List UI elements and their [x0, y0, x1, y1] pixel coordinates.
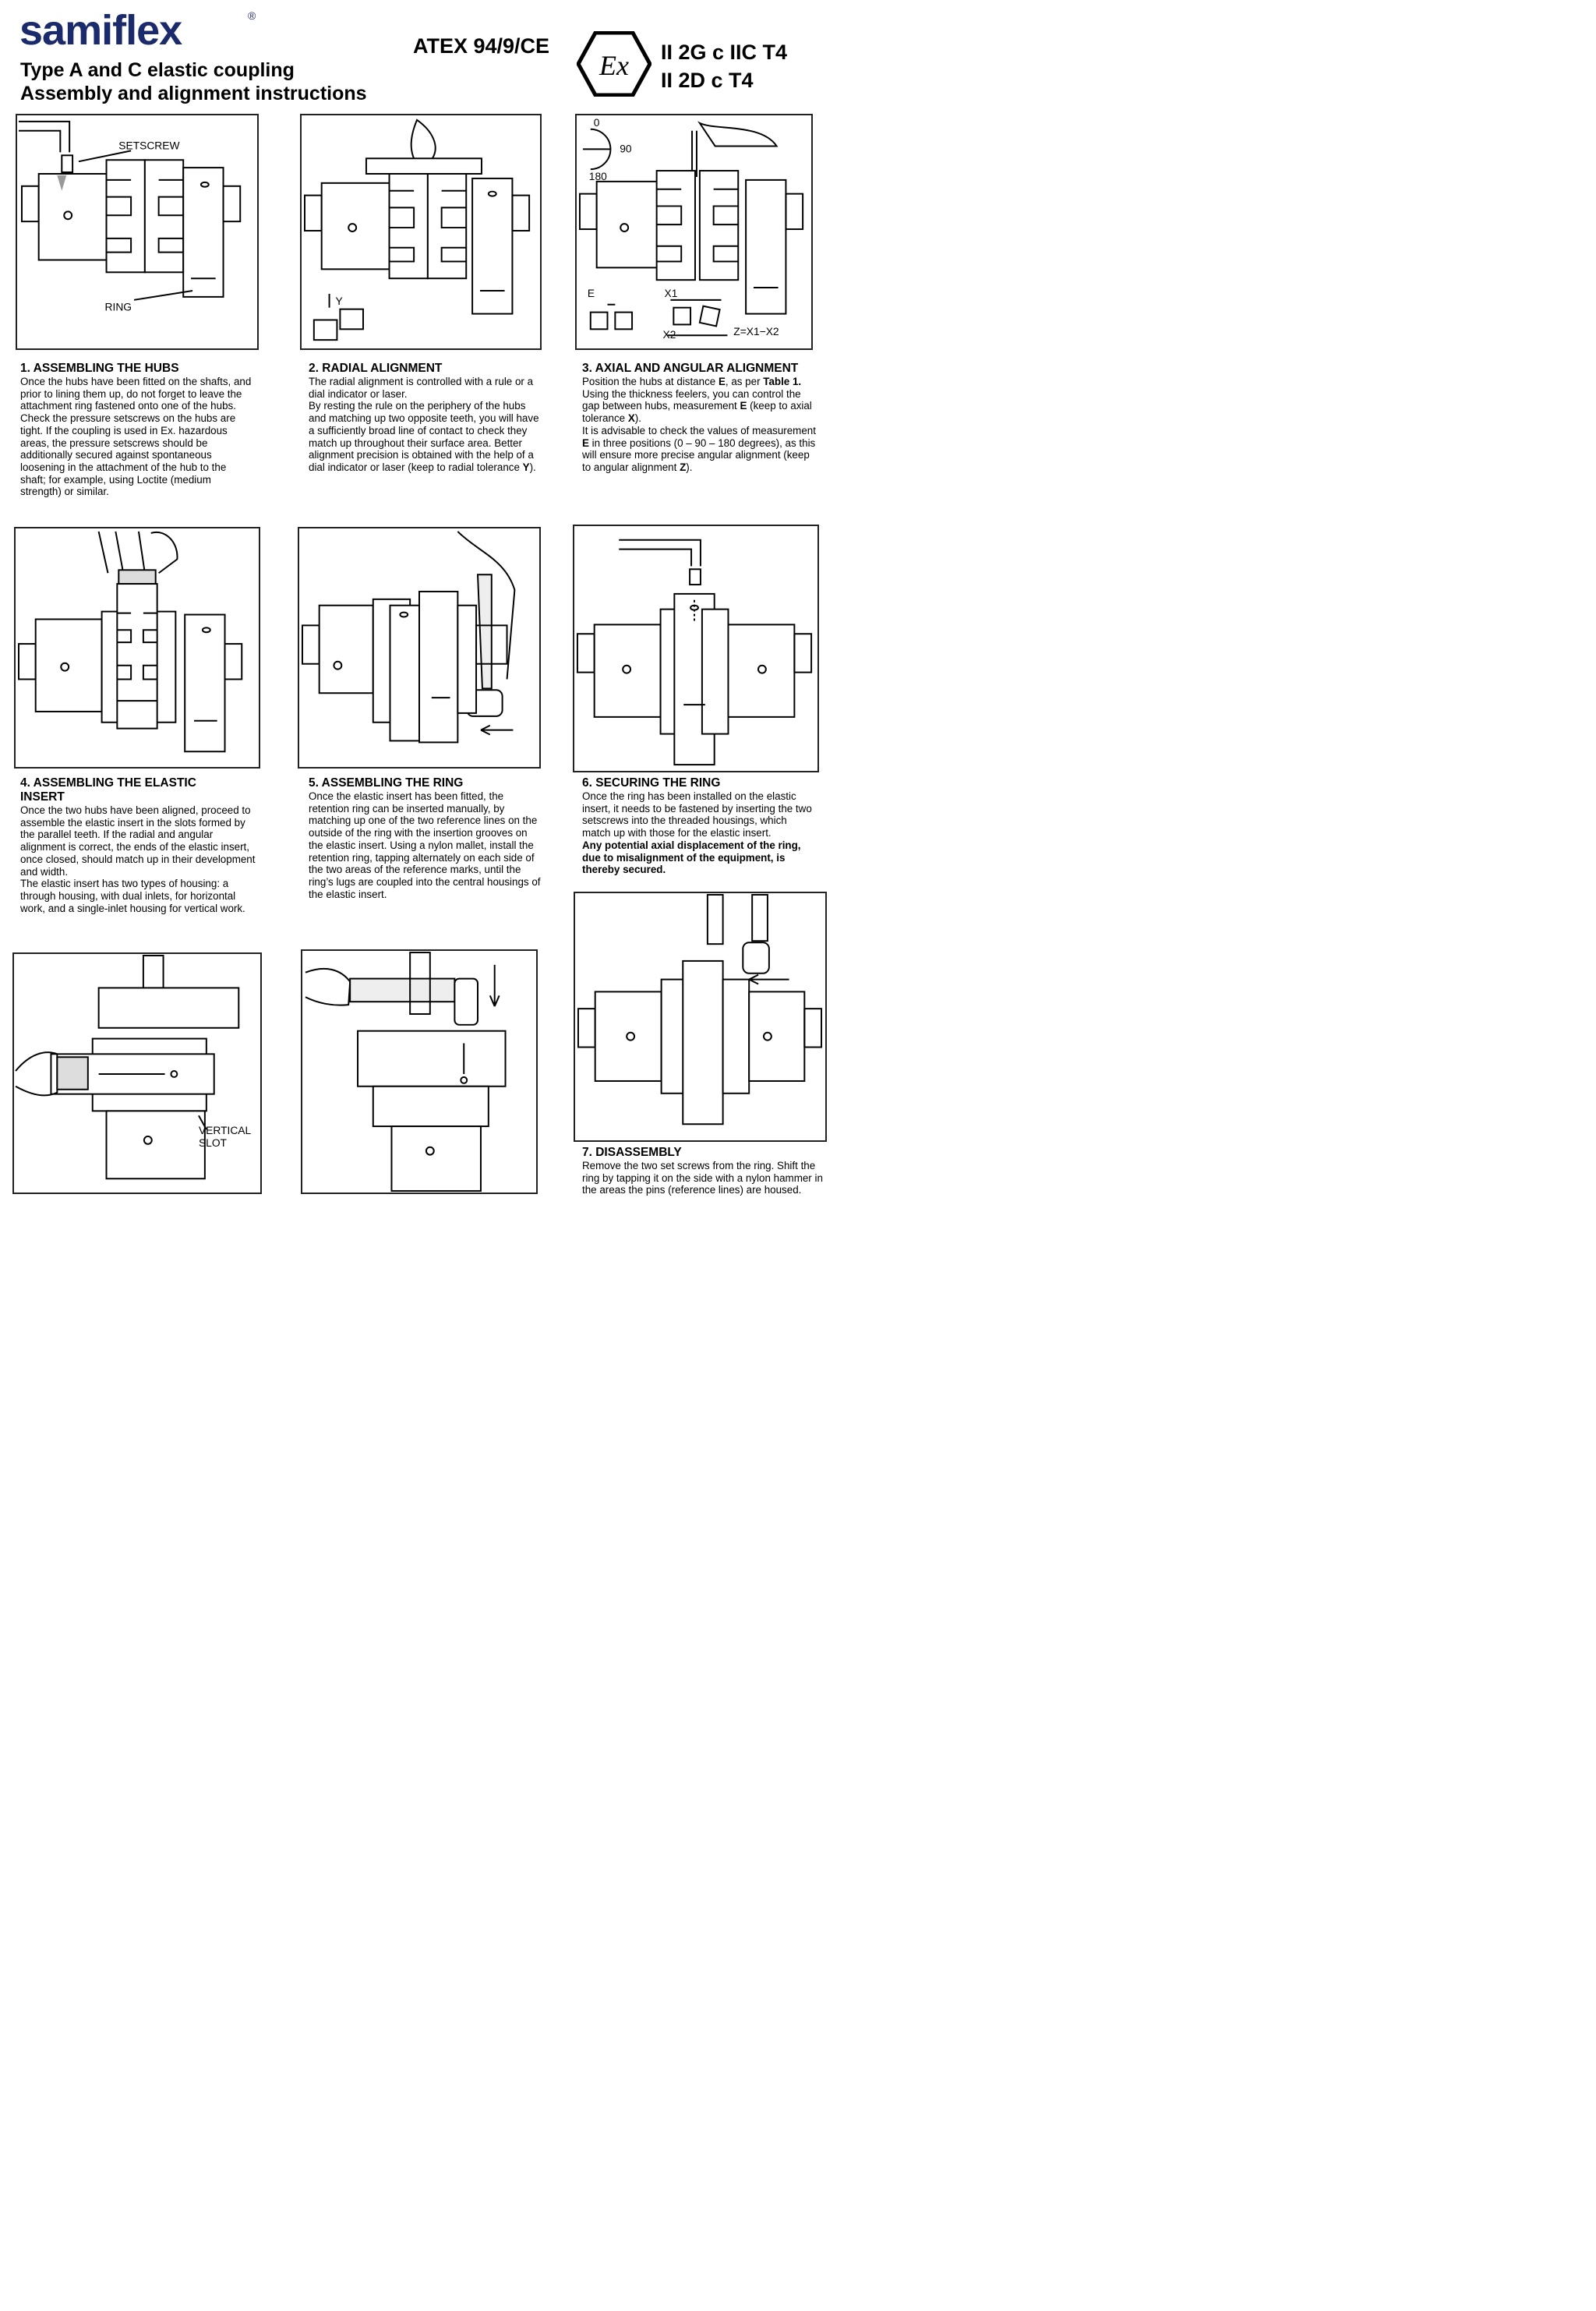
label-slot: SLOT	[199, 1136, 228, 1149]
text-securing-ring-p1: Once the ring has been installed on the …	[582, 790, 812, 839]
heading-assembling-elastic-insert-l1: 4. ASSEMBLING THE ELASTIC	[20, 776, 196, 790]
figure-securing-ring	[573, 525, 819, 772]
document-title-line1: Type A and C elastic coupling	[20, 59, 295, 81]
label-x2: X2	[663, 328, 676, 341]
text-radial-alignment-p1: The radial alignment is controlled with …	[309, 376, 534, 400]
section-assembling-elastic-insert: 4. ASSEMBLING THE ELASTIC INSERT Once th…	[20, 776, 256, 914]
heading-assembling-elastic-insert-l2: INSERT	[20, 790, 65, 804]
label-formula: Z=X1−X2	[733, 325, 779, 337]
figure-assembling-ring	[298, 527, 541, 769]
ex-symbol: Ex	[598, 50, 629, 81]
brand-logo: samiflex	[19, 7, 182, 54]
text-disassembly-p1: Remove the two set screws from the ring.…	[582, 1160, 823, 1196]
text-assembling-hubs-p1: Once the hubs have been fitted on the sh…	[20, 376, 252, 412]
heading-axial-angular-alignment: 3. AXIAL AND ANGULAR ALIGNMENT	[582, 362, 799, 375]
atex-code-dust: II 2D c T4	[661, 69, 754, 92]
section-assembling-hubs: 1. ASSEMBLING THE HUBS Once the hubs hav…	[20, 362, 254, 498]
figure-disassembly	[574, 892, 827, 1142]
text-axial-alignment-p2: It is advisable to check the values of m…	[582, 424, 816, 473]
section-radial-alignment: 2. RADIAL ALIGNMENT The radial alignment…	[309, 362, 542, 474]
text-radial-alignment-p2: By resting the rule on the periphery of …	[309, 400, 539, 473]
text-assembling-hubs-p2: Check the pressure setscrews on the hubs…	[20, 412, 236, 498]
atex-directive: ATEX 94/9/CE	[413, 34, 550, 58]
label-90-deg: 90	[620, 142, 632, 154]
label-x1: X1	[665, 287, 678, 299]
label-vertical: VERTICAL	[199, 1124, 252, 1136]
section-assembling-ring: 5. ASSEMBLING THE RING Once the elastic …	[309, 776, 542, 900]
section-axial-angular-alignment: 3. AXIAL AND ANGULAR ALIGNMENT Position …	[582, 362, 820, 474]
heading-assembling-hubs: 1. ASSEMBLING THE HUBS	[20, 362, 179, 375]
figure-assembling-hubs: SETSCREW RING	[16, 114, 259, 350]
label-0-deg: 0	[594, 116, 600, 129]
document-title-line2: Assembly and alignment instructions	[20, 83, 367, 104]
text-securing-ring-p2: Any potential axial displacement of the …	[582, 839, 801, 876]
label-y: Y	[335, 295, 342, 307]
text-assembling-ring-p1: Once the elastic insert has been fitted,…	[309, 790, 541, 900]
text-elastic-insert-p1: Once the two hubs have been aligned, pro…	[20, 804, 256, 878]
ex-hexagon-icon: Ex	[577, 31, 651, 97]
heading-radial-alignment: 2. RADIAL ALIGNMENT	[309, 362, 443, 375]
text-elastic-insert-p2: The elastic insert has two types of hous…	[20, 878, 245, 914]
figure-vertical-ring	[301, 949, 538, 1194]
heading-securing-ring: 6. SECURING THE RING	[582, 776, 721, 790]
label-setscrew: SETSCREW	[118, 139, 179, 151]
figure-axial-angular-alignment: 0 90 180 E X1 X2 Z=X1−X2	[575, 114, 813, 350]
label-e: E	[588, 287, 595, 299]
figure-vertical-insert: VERTICAL SLOT	[12, 952, 262, 1194]
registered-mark: ®	[248, 9, 256, 22]
heading-assembling-ring: 5. ASSEMBLING THE RING	[309, 776, 464, 790]
figure-assembling-elastic-insert	[14, 527, 260, 769]
heading-disassembly: 7. DISASSEMBLY	[582, 1146, 682, 1159]
atex-code-gas: II 2G c IIC T4	[661, 41, 788, 64]
label-ring: RING	[105, 301, 132, 313]
text-axial-alignment-p1: Position the hubs at distance E, as per …	[582, 376, 812, 425]
figure-radial-alignment: Y	[300, 114, 542, 350]
label-180-deg: 180	[589, 170, 607, 182]
section-disassembly: 7. DISASSEMBLY Remove the two set screws…	[582, 1146, 824, 1196]
section-securing-ring: 6. SECURING THE RING Once the ring has b…	[582, 776, 816, 876]
